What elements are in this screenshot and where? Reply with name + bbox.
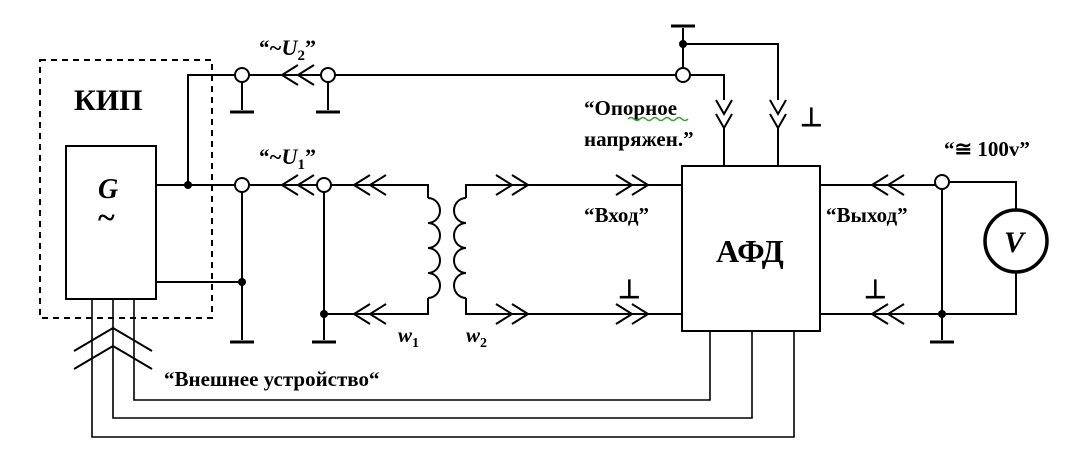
reference-label-line2: напряжен.” [584,127,694,151]
wire-secondary-bottom [465,298,682,315]
reference-plug-chevrons [715,99,733,166]
voltmeter-icon [983,208,1049,274]
secondary-plug-chevrons-top [495,174,530,196]
output-label: “Выход” [826,203,908,227]
wire-primary-bottom [324,298,429,315]
primary-plug-chevrons-bottom [352,303,387,325]
input-label: “Вход” [584,203,649,227]
reference-ground-chevrons [769,99,787,166]
reference-terminal[interactable] [675,67,691,83]
node-junction [184,181,192,189]
u1-plug-chevrons [249,174,318,196]
voltage-label: “≅ 100v” [944,137,1030,161]
wire-gen-u2-feed [156,74,236,186]
output-plug-chevrons-top [870,174,905,196]
afd-block [681,165,821,332]
u1-terminal-right[interactable] [316,177,332,193]
u1-label: “~U1” [258,144,316,173]
wire-secondary-top [465,184,682,198]
u1-terminal-left[interactable] [234,177,250,193]
u2-plug-chevrons [249,64,322,86]
output-terminal[interactable] [934,174,950,190]
w1-label: w1 [398,323,419,351]
output-plug-chevrons-bottom [870,303,905,325]
wire-output-bottom [820,272,1017,315]
secondary-plug-chevrons-bottom [495,303,530,325]
spellcheck-underline [627,116,689,122]
voltmeter-symbol: V [1004,226,1027,259]
external-plug-chevrons [73,326,153,370]
wire-reference-left [690,74,725,100]
input-plug-chevrons [615,174,650,196]
external-cable-2 [112,299,753,419]
input-ground-label: ⊥ [618,275,641,304]
w2-label: w2 [466,323,487,351]
generator-block [65,145,157,300]
input-ground-plug-chevrons [615,303,650,325]
reference-label-line1: “Опорное [584,96,677,120]
external-cable-1 [91,299,795,438]
wire-reference-right [683,43,779,100]
winding-w1 [427,197,441,299]
generator-symbol: G [98,174,118,205]
winding-w2 [453,197,467,299]
external-cable-3 [133,299,711,401]
external-device-label: “Внешнее устройство“ [164,367,380,391]
wire-primary-top [331,184,429,198]
kip-enclosure [39,59,213,319]
output-ground-label: ⊥ [864,275,887,304]
u2-label: “~U2” [258,35,316,64]
wire-output-to-voltmeter [949,181,1017,210]
u2-terminal-right[interactable] [320,67,336,83]
afd-label: АФД [716,233,784,269]
reference-ground-label: ⊥ [800,103,823,132]
primary-plug-chevrons-top [352,174,387,196]
kip-label: КИП [74,84,142,117]
generator-tilde: ~ [98,199,115,235]
u2-terminal-left[interactable] [234,67,250,83]
